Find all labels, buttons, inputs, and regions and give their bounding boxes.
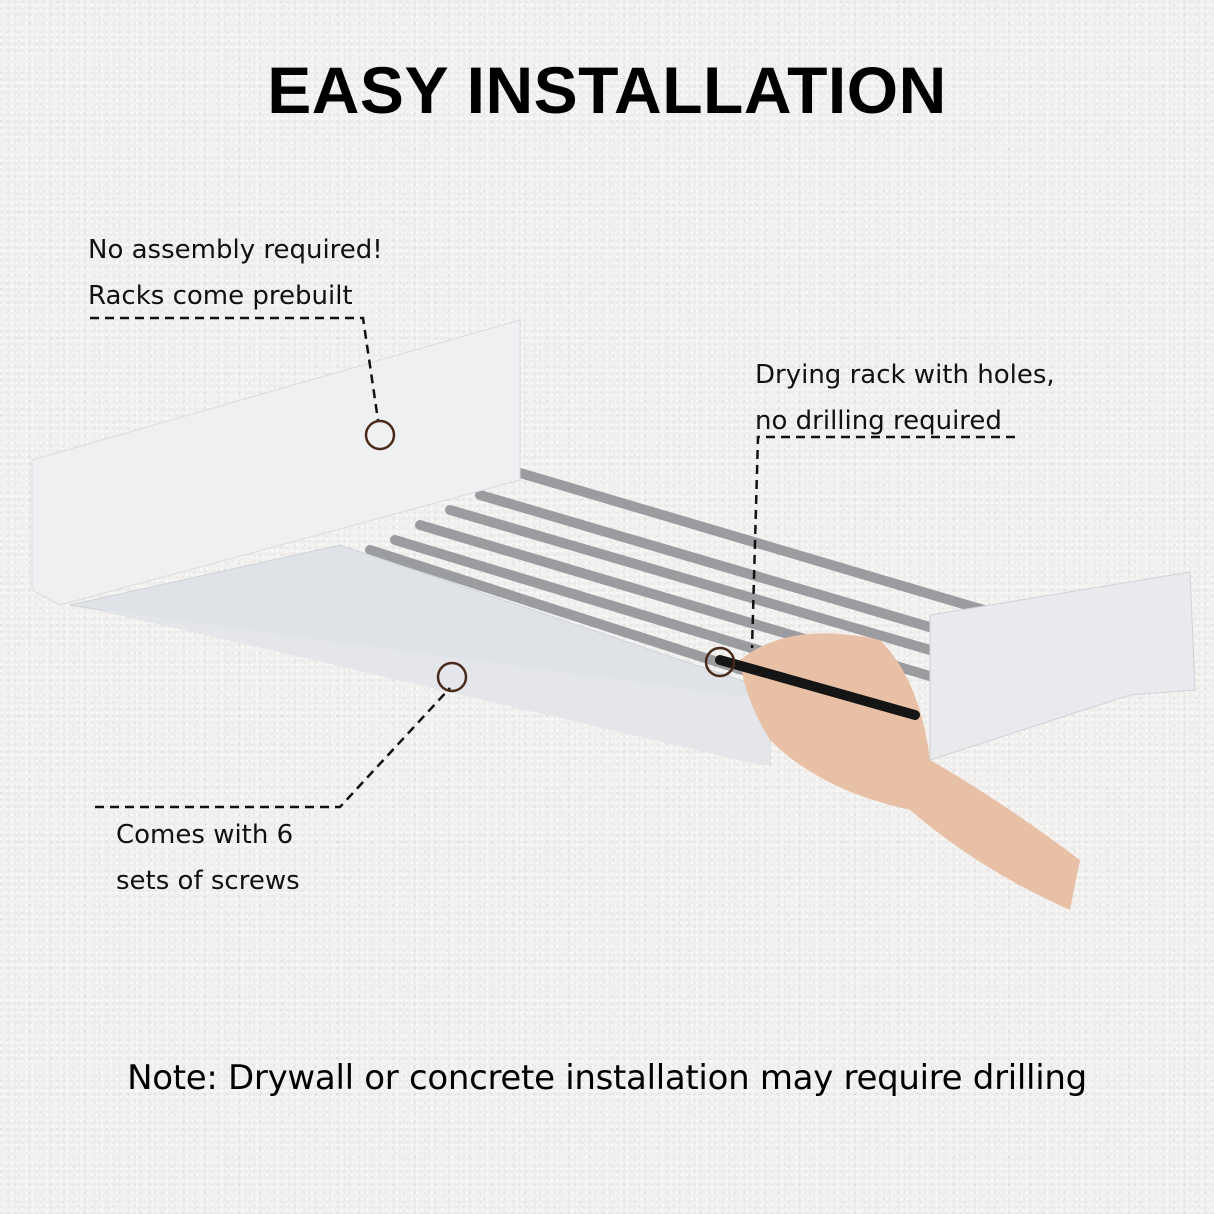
- callout-screws-line2: sets of screws: [116, 866, 300, 896]
- page-title: EASY INSTALLATION: [267, 53, 947, 127]
- leader-holes: [750, 435, 1015, 649]
- leader-prebuilt: [90, 316, 380, 421]
- callout-prebuilt-line2: Racks come prebuilt: [88, 281, 353, 311]
- pen: [715, 655, 920, 720]
- marker-circle-prebuilt: [364, 419, 396, 451]
- callout-holes-line1: Drying rack with holes,: [755, 360, 1055, 390]
- leader-screws: [95, 687, 451, 809]
- marker-circle-hole: [704, 646, 736, 678]
- callout-holes: Drying rack with holes, no drilling requ…: [755, 352, 1055, 444]
- callout-prebuilt-line1: No assembly required!: [88, 235, 383, 265]
- front-panel: [31, 319, 521, 606]
- callout-prebuilt: No assembly required! Racks come prebuil…: [88, 227, 383, 319]
- callout-screws-line1: Comes with 6: [116, 820, 294, 850]
- callout-holes-line2: no drilling required: [755, 406, 1002, 436]
- hand: [740, 633, 1080, 910]
- callout-screws: Comes with 6 sets of screws: [116, 812, 300, 904]
- marker-circle-screw: [436, 661, 468, 693]
- installation-note: Note: Drywall or concrete installation m…: [127, 1058, 1087, 1098]
- right-bracket: [929, 571, 1196, 761]
